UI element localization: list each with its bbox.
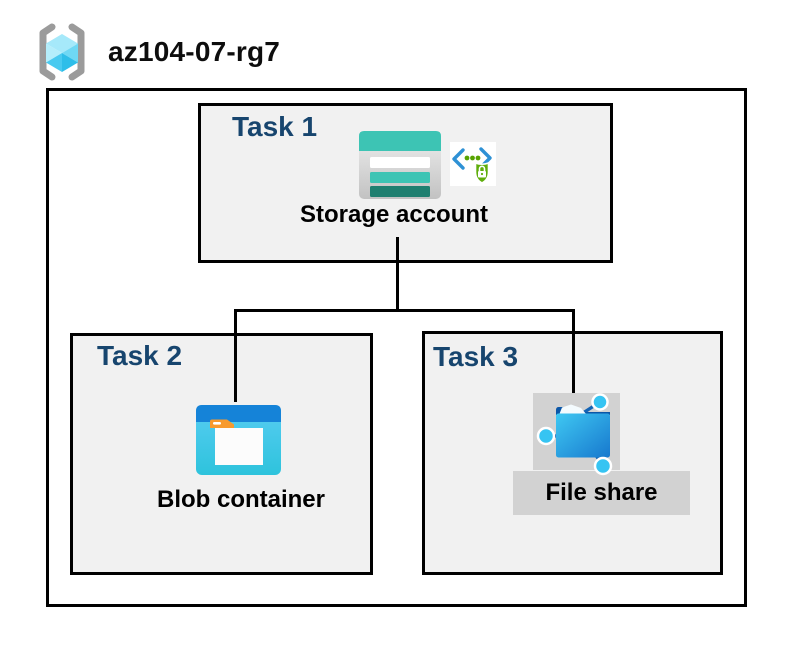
secure-access-sas-lock-icon [450,142,496,186]
resource-group-name: az104-07-rg7 [108,36,281,67]
file-share-label-highlight: File share [513,471,690,515]
storage-account-icon [359,131,441,199]
task2-box: Task 2 Blob container [70,333,373,575]
connector-to-fileshare [572,309,575,393]
task1-label: Task 1 [232,111,318,142]
task1-box: Task 1 Storage account [198,103,613,263]
connector-storage-down [396,237,399,310]
blob-container-icon [196,405,281,475]
file-share-icon-highlight [533,393,620,476]
file-share-label: File share [545,479,658,506]
azure-resource-group-icon [39,23,85,81]
storage-account-label: Storage account [299,201,489,228]
task2-label: Task 2 [97,340,183,371]
file-share-icon [536,393,613,476]
connector-horizontal [234,309,575,312]
task3-label: Task 3 [433,341,519,372]
task3-box: Task 3 File share [422,331,723,575]
blob-container-label: Blob container [156,486,325,513]
connector-to-blob [234,309,237,402]
